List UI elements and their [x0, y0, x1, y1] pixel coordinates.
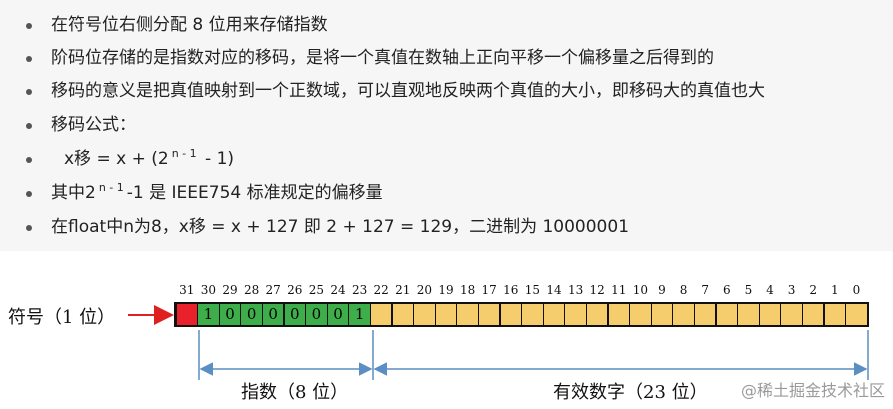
- bit-number: 21: [395, 283, 411, 297]
- mantissa-bit-cell: [414, 304, 435, 325]
- bullet-dot: [26, 191, 32, 197]
- bullet-text: 阶码位存储的是指数对应的移码，是将一个真值在数轴上正向平移一个偏移量之后得到的: [51, 48, 714, 68]
- mantissa-bit-cell: [781, 304, 802, 325]
- list-item: 在float中n为8，x移 = x + 127 即 2 + 127 = 129，…: [0, 210, 893, 244]
- bit-number: 3: [787, 283, 796, 297]
- sign-bit-cell: [176, 304, 198, 325]
- mantissa-bit-cell: [543, 304, 565, 325]
- formula-superscript: n - 1: [171, 147, 197, 160]
- bullet-dot: [26, 123, 32, 129]
- mantissa-label: 有效数字（23 位）: [553, 382, 708, 403]
- bullet-dot: [26, 89, 32, 95]
- mantissa-bit-cell: [586, 304, 608, 325]
- exponent-bit-cell: 0: [306, 304, 327, 325]
- bias-superscript: n - 1: [98, 181, 124, 194]
- bullet-dot: [26, 157, 32, 163]
- bit-number: 23: [351, 283, 368, 297]
- bit-number: 6: [722, 283, 731, 297]
- bullet-text: 移码的意义是把真值映射到一个正数域，可以直观地反映两个真值的大小，即移码大的真值…: [51, 81, 765, 101]
- bit-number: 10: [632, 283, 649, 297]
- bullet-dot: [26, 225, 32, 231]
- bit-number: 19: [438, 283, 454, 297]
- mantissa-bit-cell: [500, 304, 522, 325]
- sign-label: 符号（1 位）: [8, 307, 116, 328]
- mantissa-bit-cell: [824, 304, 846, 325]
- bit-number: 8: [679, 283, 688, 297]
- bit-number: 2: [809, 283, 817, 297]
- exponent-bit-cell: 1: [198, 304, 219, 325]
- mantissa-bit-cell: [802, 304, 824, 325]
- mantissa-bit-cell: [565, 304, 586, 325]
- bullet-text: 移码公式：: [51, 115, 136, 135]
- mantissa-bit-cell: [846, 304, 867, 325]
- bit-number: 12: [589, 283, 605, 297]
- arrows-overlay: [128, 305, 869, 380]
- mantissa-bit-cell: [435, 304, 457, 325]
- formula-post: - 1): [199, 149, 235, 169]
- bit-number: 26: [287, 283, 303, 297]
- bullet-text: 在float中n为8，x移 = x + 127 即 2 + 127 = 129，…: [51, 217, 630, 237]
- mantissa-bit-cell: [370, 304, 392, 325]
- exponent-bit-cell: 1: [349, 304, 370, 325]
- list-item: 在符号位右侧分配 8 位用来存储指数: [0, 8, 893, 42]
- mantissa-bit-cell: [392, 304, 414, 325]
- bit-number: 7: [701, 283, 709, 297]
- bias-post: -1 是 IEEE754 标准规定的偏移量: [126, 183, 383, 203]
- bit-number: 14: [546, 283, 562, 297]
- list-item: 移码的意义是把真值映射到一个正数域，可以直观地反映两个真值的大小，即移码大的真值…: [0, 74, 893, 108]
- mantissa-bit-cell: [651, 304, 673, 325]
- bullet-text: 在符号位右侧分配 8 位用来存储指数: [51, 15, 328, 35]
- exponent-label: 指数（8 位）: [241, 382, 349, 403]
- bit-number: 24: [330, 283, 346, 297]
- formula-pre: x移 = x + (2: [64, 149, 169, 169]
- bit-number: 20: [416, 283, 433, 297]
- exponent-bit-cell: 0: [241, 304, 262, 325]
- mantissa-bit-cell: [694, 304, 716, 325]
- mantissa-bit-cell: [759, 304, 781, 325]
- mantissa-bit-cell: [673, 304, 694, 325]
- bit-number: 4: [766, 283, 774, 297]
- watermark: @稀土掘金技术社区: [740, 381, 885, 400]
- mantissa-bit-cell: [457, 304, 478, 325]
- bit-number: 13: [567, 283, 584, 297]
- mantissa-bit-cell: [630, 304, 651, 325]
- mantissa-bit-cell: [478, 304, 500, 325]
- mantissa-bit-cell: [608, 304, 630, 325]
- bit-number: 18: [459, 283, 476, 297]
- bit-number: 27: [265, 283, 281, 297]
- bit-number: 25: [308, 283, 325, 297]
- bit-number: 5: [744, 283, 753, 297]
- bullet-dot: [26, 23, 32, 29]
- list-item: 阶码位存储的是指数对应的移码，是将一个真值在数轴上正向平移一个偏移量之后得到的: [0, 41, 893, 75]
- bias-pre: 其中2: [51, 183, 96, 203]
- bit-number: 11: [611, 283, 627, 297]
- bit-number: 9: [658, 283, 666, 297]
- exponent-bit-cell: 0: [327, 304, 349, 325]
- bit-number: 16: [503, 283, 519, 297]
- bullet-panel: 在符号位右侧分配 8 位用来存储指数 阶码位存储的是指数对应的移码，是将一个真值…: [0, 8, 893, 244]
- exponent-bit-cell: 0: [284, 304, 306, 325]
- bit-number: 0: [852, 283, 861, 297]
- bit-number: 29: [222, 283, 238, 297]
- bit-number: 31: [179, 283, 195, 297]
- mantissa-bit-cell: [522, 304, 543, 325]
- list-item: 移码公式：: [0, 108, 893, 142]
- bullet-dot: [26, 56, 32, 62]
- bit-number: 22: [373, 283, 389, 297]
- bit-number: 28: [243, 283, 260, 297]
- bit-number: 30: [200, 283, 217, 297]
- mantissa-bit-cell: [716, 304, 738, 325]
- mantissa-bit-cell: [738, 304, 759, 325]
- bit-number: 1: [830, 283, 839, 297]
- exponent-bit-cell: 0: [219, 304, 241, 325]
- bit-number: 15: [524, 283, 541, 297]
- exponent-bit-cell: 0: [262, 304, 284, 325]
- bit-number: 17: [481, 283, 497, 297]
